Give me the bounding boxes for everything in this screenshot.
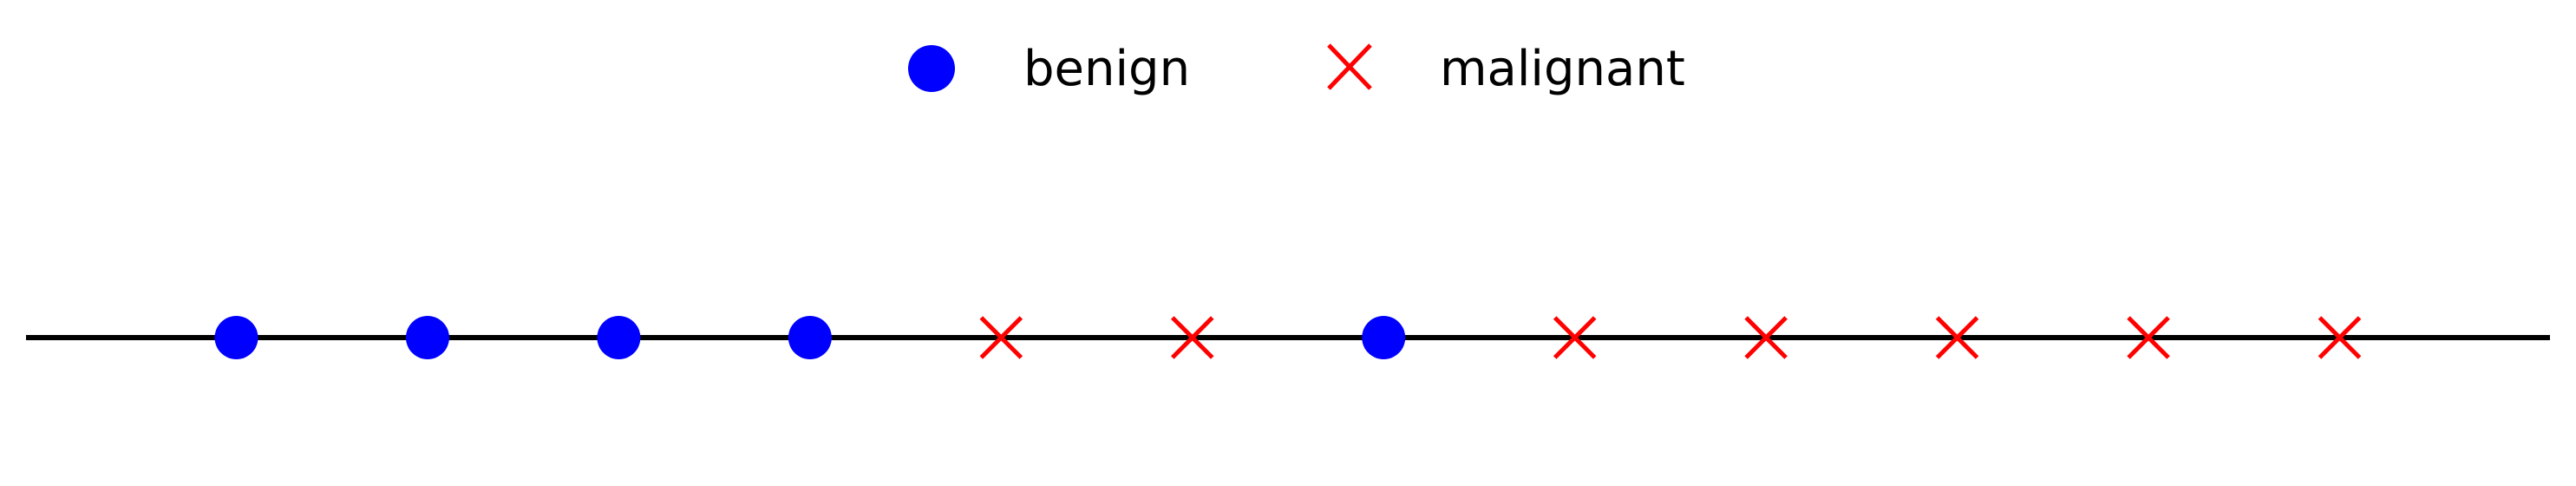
data-points [214,316,2362,359]
benign-point [597,316,641,359]
legend-benign-marker [908,45,955,92]
malignant-point [1744,316,1788,359]
benign-point [405,316,449,359]
benign-point [788,316,832,359]
legend-malignant-label: malignant [1440,41,1685,97]
benign-point [1362,316,1406,359]
legend: benign malignant [908,41,1685,97]
malignant-point [1935,316,1979,359]
malignant-point [979,316,1023,359]
legend-benign-label: benign [1023,41,1190,97]
malignant-point [1171,316,1214,359]
malignant-point [2318,316,2362,359]
benign-point [214,316,258,359]
malignant-point [1553,316,1597,359]
malignant-point [2127,316,2170,359]
legend-malignant-marker [1327,43,1372,90]
